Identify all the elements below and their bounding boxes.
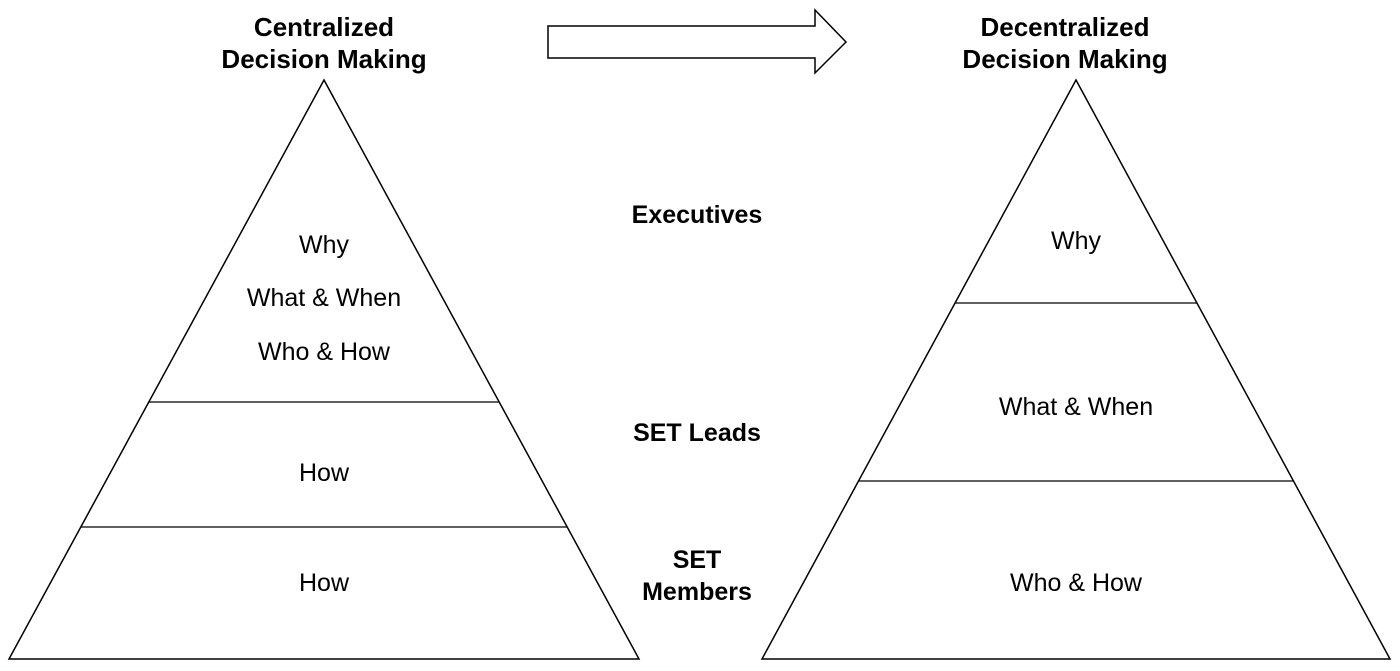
level-executives: Executives <box>632 201 763 229</box>
decentralized-title-line1: Decentralized <box>980 12 1149 42</box>
centralized-bottom-how: How <box>299 569 350 597</box>
centralized-top-what-when: What & When <box>247 284 401 312</box>
decentralized-bottom-who-how: Who & How <box>1010 569 1143 597</box>
level-set-members-line2: Members <box>642 578 752 606</box>
decentralized-middle-what-when: What & When <box>999 393 1153 421</box>
centralized-title-line2: Decision Making <box>221 44 426 74</box>
organization-levels: Executives SET Leads SET Members <box>632 201 763 606</box>
decentralized-triangle <box>760 78 1392 660</box>
decentralized-pyramid: Decentralized Decision Making Why What &… <box>760 12 1392 660</box>
centralized-title-line1: Centralized <box>254 12 394 42</box>
level-set-members-line1: SET <box>673 546 722 574</box>
transition-arrow <box>547 8 848 75</box>
centralized-triangle <box>7 78 641 660</box>
centralized-pyramid: Centralized Decision Making Why What & W… <box>7 12 641 660</box>
decentralized-title-line2: Decision Making <box>962 44 1167 74</box>
decentralized-top-why: Why <box>1051 227 1102 255</box>
centralized-top-who-how: Who & How <box>258 338 391 366</box>
level-set-leads: SET Leads <box>633 419 761 447</box>
centralized-top-why: Why <box>299 231 350 259</box>
centralized-middle-how: How <box>299 459 350 487</box>
